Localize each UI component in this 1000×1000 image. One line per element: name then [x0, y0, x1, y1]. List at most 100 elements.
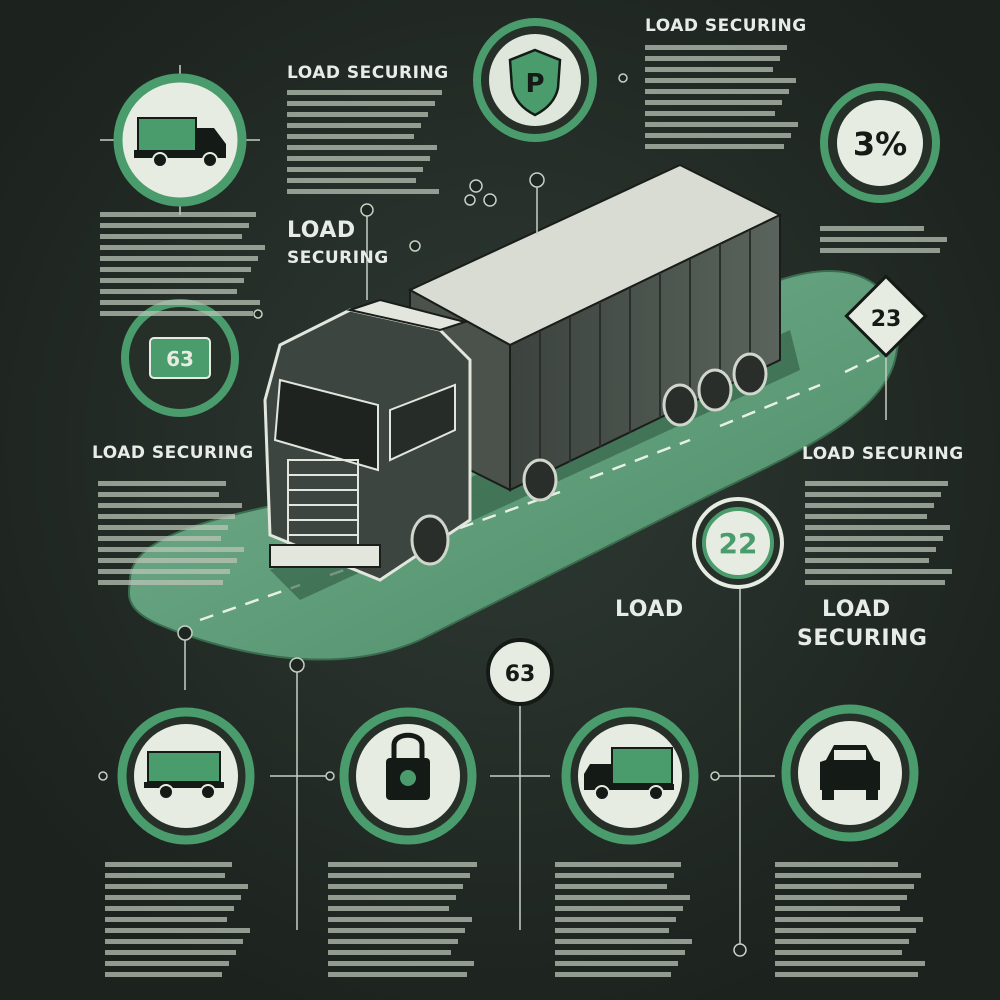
text-line: [328, 972, 467, 977]
text-line: [105, 950, 236, 955]
heading-top-left: LOAD SECURING: [287, 63, 449, 83]
text-line: [100, 311, 253, 316]
text-line: [555, 873, 674, 878]
text-line: [100, 256, 258, 261]
text-line: [775, 917, 923, 922]
text-line: [555, 972, 671, 977]
text-line: [98, 492, 219, 497]
text-line: [287, 123, 421, 128]
text-line: [645, 78, 796, 83]
text-block-3: [820, 226, 947, 253]
text-line: [645, 89, 789, 94]
text-line: [287, 134, 414, 139]
text-line: [805, 503, 934, 508]
text-line: [775, 895, 907, 900]
text-block-8: [328, 862, 477, 977]
display-icon: 63: [121, 299, 239, 417]
text-line: [555, 961, 678, 966]
text-block-7: [105, 862, 250, 977]
text-line: [555, 917, 676, 922]
text-line: [105, 917, 227, 922]
text-line: [805, 580, 945, 585]
text-line: [555, 906, 683, 911]
text-line: [328, 961, 474, 966]
text-line: [775, 884, 914, 889]
diamond-sign: 23: [844, 274, 928, 358]
car-icon: [781, 704, 919, 842]
text-line: [100, 300, 260, 305]
text-line: [820, 248, 940, 253]
pin-badge: 63: [486, 638, 554, 706]
text-line: [328, 928, 465, 933]
text-block-9: [555, 862, 692, 977]
text-line: [105, 862, 232, 867]
heading-mid-left-line2: SECURING: [287, 248, 389, 268]
text-line: [775, 906, 900, 911]
text-line: [98, 536, 221, 541]
text-line: [328, 917, 472, 922]
text-line: [328, 873, 470, 878]
text-block-5: [98, 481, 244, 585]
text-line: [805, 547, 936, 552]
text-line: [805, 514, 927, 519]
text-line: [555, 862, 681, 867]
text-line: [98, 503, 242, 508]
text-line: [328, 884, 463, 889]
text-line: [775, 862, 898, 867]
heading-bottom-center: LOAD: [615, 597, 684, 622]
heading-left: LOAD SECURING: [92, 443, 254, 463]
percent-value: 3%: [853, 125, 907, 163]
bumper: [269, 544, 381, 568]
text-line: [645, 144, 784, 149]
heading-bottom-right-line1: LOAD: [822, 597, 891, 622]
text-line: [775, 961, 925, 966]
windshield: [273, 378, 379, 472]
text-line: [328, 862, 477, 867]
text-line: [645, 56, 780, 61]
text-line: [555, 895, 690, 900]
heading-mid-left-line1: LOAD: [287, 218, 356, 243]
text-line: [287, 101, 435, 106]
text-line: [100, 223, 249, 228]
text-line: [820, 237, 947, 242]
text-line: [775, 873, 921, 878]
text-line: [98, 558, 237, 563]
text-line: [100, 212, 256, 217]
text-line: [820, 226, 924, 231]
text-line: [645, 111, 775, 116]
text-line: [805, 525, 950, 530]
connector-dots: [98, 73, 747, 957]
text-line: [645, 133, 791, 138]
text-blocks: [98, 45, 952, 977]
text-line: [645, 122, 798, 127]
text-line: [105, 895, 241, 900]
delivery-truck-icon: [561, 707, 699, 845]
text-line: [98, 580, 223, 585]
text-line: [287, 90, 442, 95]
pin-value: 63: [505, 662, 536, 687]
text-line: [775, 939, 909, 944]
percent-badge: 3%: [820, 83, 940, 203]
text-line: [100, 245, 265, 250]
text-line: [105, 939, 243, 944]
text-line: [105, 928, 250, 933]
text-block-2: [645, 45, 798, 149]
padlock-icon: [339, 707, 477, 845]
text-line: [287, 189, 439, 194]
text-line: [805, 481, 948, 486]
text-line: [98, 547, 244, 552]
text-line: [555, 939, 692, 944]
text-line: [555, 928, 669, 933]
text-line: [645, 100, 782, 105]
text-line: [98, 481, 226, 486]
text-line: [645, 67, 773, 72]
text-line: [555, 884, 667, 889]
text-line: [287, 145, 437, 150]
text-line: [105, 972, 222, 977]
text-line: [100, 289, 237, 294]
text-line: [328, 939, 458, 944]
round-badge: 22: [692, 497, 784, 589]
sign-value: 23: [871, 307, 902, 332]
text-line: [98, 514, 235, 519]
